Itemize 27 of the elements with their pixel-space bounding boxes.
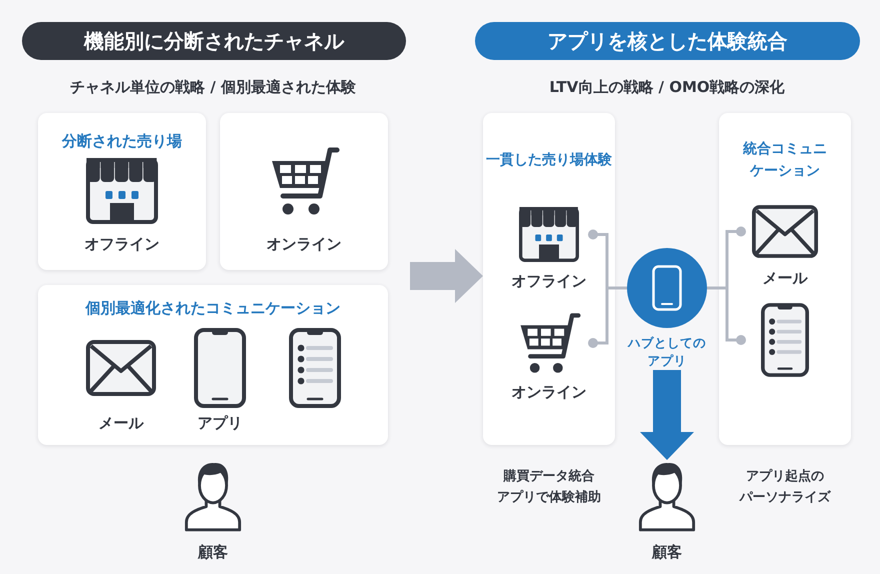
- note-text: アプリで体験補助: [497, 488, 601, 507]
- icon-label: オフライン: [512, 271, 586, 291]
- section-header: 機能別に分断されたチャネル: [22, 22, 406, 60]
- icon-label: オンライン: [512, 382, 586, 402]
- card-heading: 分断された売り場: [62, 131, 182, 151]
- panel: [483, 113, 615, 445]
- panel-heading: 一貫した売り場体験: [486, 151, 612, 170]
- icon-label: メール: [762, 268, 808, 288]
- icon-label: 顧客: [198, 542, 228, 562]
- icon-label: アプリ: [198, 413, 242, 433]
- icon-label: オンライン: [266, 234, 342, 254]
- card: [38, 113, 206, 270]
- card-heading: 個別最適化されたコミュニケーション: [86, 298, 340, 318]
- icon-label: メール: [98, 413, 144, 433]
- note-text: アプリ起点のパーソナライズ: [738, 468, 832, 507]
- icon-label: オフライン: [84, 234, 160, 254]
- subtitle: LTV向上の戦略 / OMO戦略の深化: [549, 77, 785, 97]
- icon-label: 顧客: [652, 542, 682, 562]
- subtitle: チャネル単位の戦略 / 個別最適された体験: [70, 77, 356, 97]
- card: [38, 285, 388, 445]
- block-arrow: [410, 249, 483, 303]
- panel: [719, 113, 851, 445]
- note-text: 購買データ統合: [504, 468, 594, 486]
- section-header: アプリを核とした体験統合: [475, 22, 860, 60]
- card: [220, 113, 388, 270]
- panel-heading: 統合コミュニケーション: [742, 140, 828, 181]
- hub-label: ハブとしてのアプリ: [627, 334, 707, 370]
